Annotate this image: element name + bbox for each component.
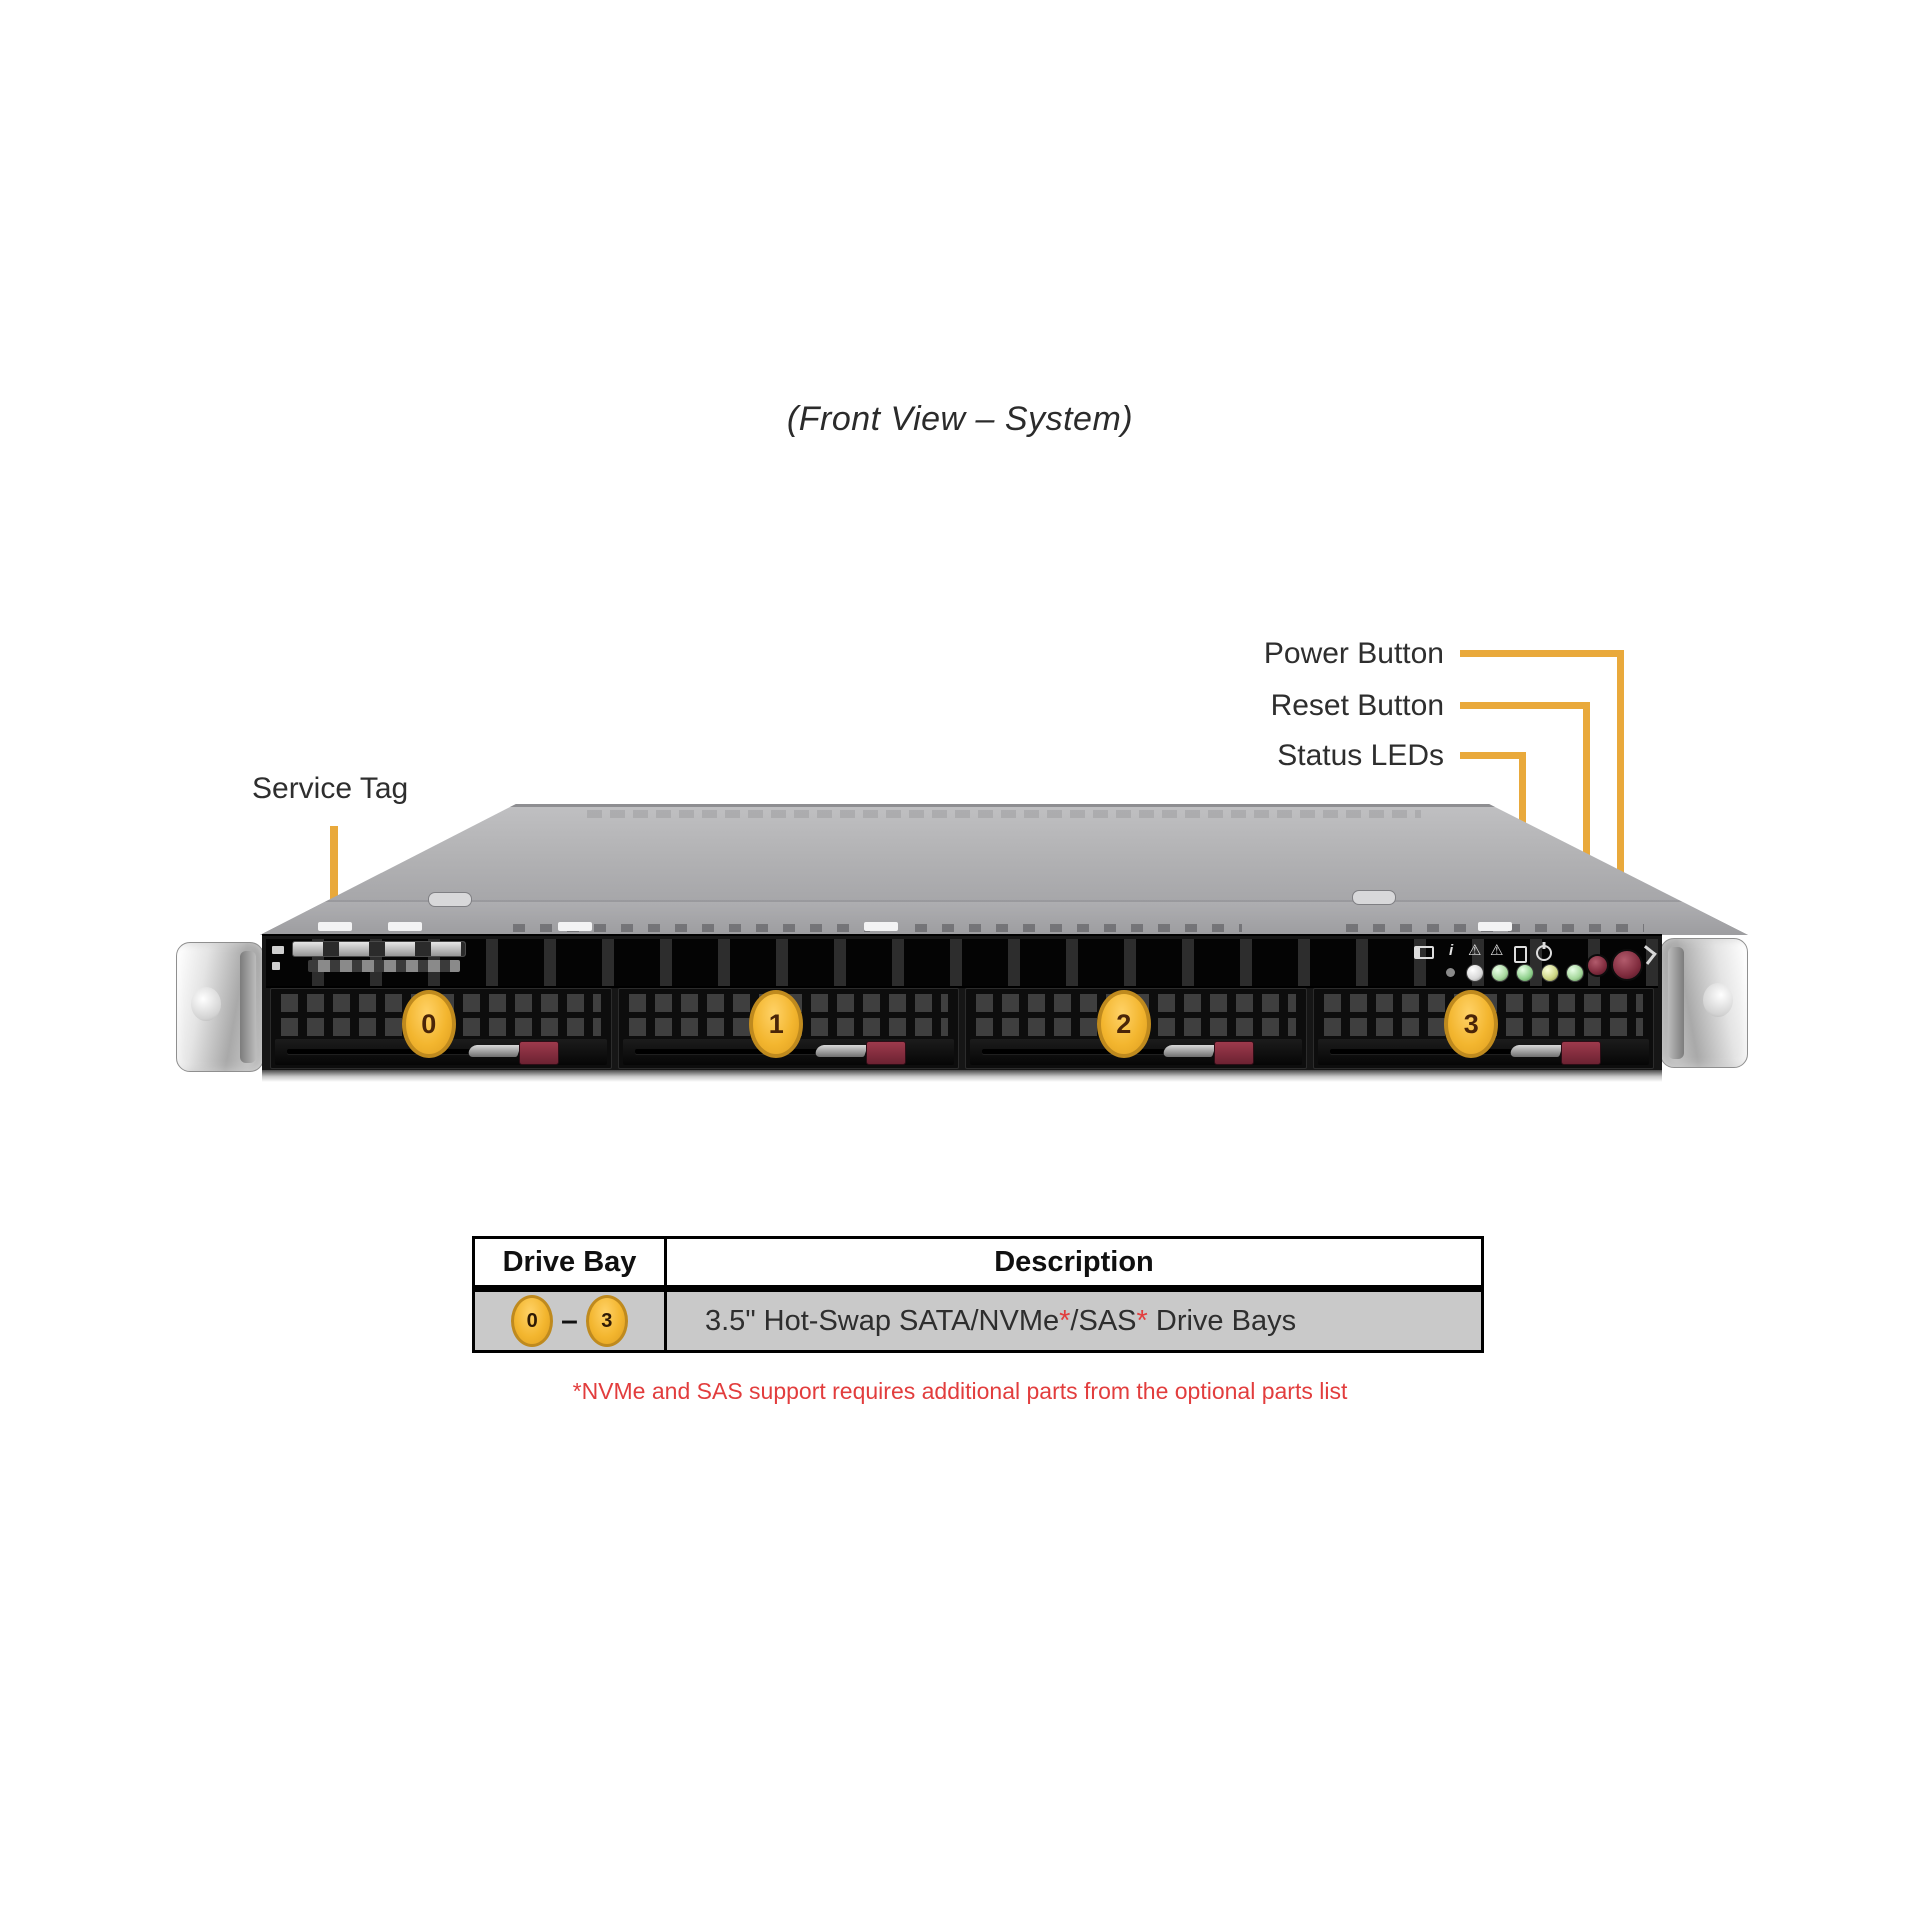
front-panel: i ⚠ ⚠ 0 xyxy=(262,934,1662,1072)
cover-latch-tab xyxy=(1478,922,1512,931)
spec-table: Drive Bay Description 0 – 3 3.5" Hot-Swa… xyxy=(472,1236,1484,1353)
latch-lever xyxy=(466,1045,521,1057)
cover-latch-tab xyxy=(388,922,422,931)
service-tag-card xyxy=(308,960,460,972)
chassis-fold-line xyxy=(289,900,1719,902)
latch-release-button xyxy=(866,1041,906,1065)
table-header-separator xyxy=(475,1285,1481,1292)
chassis-front-lip xyxy=(260,902,1748,935)
latch-lever xyxy=(1509,1045,1563,1057)
description-asterisk: * xyxy=(1059,1304,1071,1337)
chassis-rear-edge xyxy=(498,804,1510,807)
latch-release-button xyxy=(518,1041,559,1065)
cover-latch-tab xyxy=(318,922,352,931)
latch-release-button xyxy=(1561,1041,1601,1065)
rack-ear-right xyxy=(1660,938,1748,1068)
thumbscrew-icon xyxy=(1352,890,1396,905)
service-tag-slots xyxy=(293,942,465,956)
leader-line-reset-h xyxy=(1460,702,1590,709)
leader-line-status-h xyxy=(1460,752,1526,759)
leader-line-reset-v xyxy=(1583,702,1590,952)
panel-mark xyxy=(272,962,280,970)
drive-bay: 0 xyxy=(270,988,612,1069)
table-header-drive-bay: Drive Bay xyxy=(475,1239,667,1285)
drive-bay-badge: 2 xyxy=(1096,990,1151,1058)
bay-range-cell: 0 – 3 xyxy=(475,1292,667,1350)
lip-vent-dashes xyxy=(914,924,1243,932)
table-header-description: Description xyxy=(994,1245,1154,1278)
power-state-icon xyxy=(1536,945,1552,961)
status-led-row xyxy=(1466,964,1584,982)
panel-mark xyxy=(272,946,284,954)
bay-range-badge-from: 0 xyxy=(511,1295,554,1347)
status-led xyxy=(1516,964,1534,982)
status-led xyxy=(1566,964,1584,982)
description-text: Drive Bays xyxy=(1147,1304,1297,1337)
drive-bay-row: 0 1 2 xyxy=(270,988,1654,1069)
drive-bay: 1 xyxy=(617,988,959,1069)
bay-range-dash: – xyxy=(561,1304,578,1337)
reset-button xyxy=(1586,954,1609,977)
description-asterisk: * xyxy=(1136,1304,1148,1337)
callout-label-reset-button: Reset Button xyxy=(1270,689,1444,722)
latch-lever xyxy=(814,1045,868,1057)
lip-vent-dashes xyxy=(512,924,871,932)
power-button xyxy=(1611,949,1643,981)
cover-latch-tab xyxy=(558,922,592,931)
status-led xyxy=(1541,964,1559,982)
table-row: 0 – 3 3.5" Hot-Swap SATA/NVMe*/SAS* Driv… xyxy=(475,1292,1481,1350)
hdd-activity-icon xyxy=(1514,946,1527,963)
callout-label-status-leds: Status LEDs xyxy=(1277,739,1444,772)
service-tag-pullout xyxy=(292,941,466,957)
drive-bay-badge: 0 xyxy=(401,990,456,1058)
drive-bay-badge: 3 xyxy=(1444,990,1499,1058)
front-vent-strip xyxy=(266,939,1658,988)
drive-bay-badge: 1 xyxy=(749,990,804,1058)
latch-release-button xyxy=(1213,1041,1254,1065)
leader-line-power-h xyxy=(1460,650,1624,657)
page-title: (Front View – System) xyxy=(786,400,1134,438)
chassis-top-cover xyxy=(260,804,1748,935)
status-led xyxy=(1491,964,1509,982)
description-cell: 3.5" Hot-Swap SATA/NVMe*/SAS* Drive Bays xyxy=(667,1292,1481,1350)
callout-label-power-button: Power Button xyxy=(1263,637,1444,670)
latch-lever xyxy=(1161,1045,1216,1057)
status-led xyxy=(1466,964,1484,982)
rack-ear-left xyxy=(176,942,264,1072)
description-text: /SAS xyxy=(1070,1304,1137,1337)
table-header-row: Drive Bay Description xyxy=(475,1239,1481,1285)
power-warning-icon: ⚠ xyxy=(1490,942,1504,959)
info-icon: i xyxy=(1449,942,1454,959)
status-led-dim xyxy=(1446,968,1455,977)
description-text: 3.5" Hot-Swap SATA/NVMe xyxy=(705,1304,1060,1337)
unit-id-icon xyxy=(1414,946,1434,959)
chassis-rear-vents xyxy=(587,810,1421,818)
footnote: *NVMe and SAS support requires additiona… xyxy=(572,1378,1348,1404)
callout-label-service-tag: Service Tag xyxy=(252,772,409,805)
control-panel: i ⚠ ⚠ xyxy=(1410,940,1657,986)
drive-bay: 2 xyxy=(965,988,1307,1069)
chassis-shadow xyxy=(262,1070,1662,1082)
leader-line-power-v xyxy=(1617,650,1624,950)
bay-range-badge-to: 3 xyxy=(585,1295,628,1347)
cover-latch-tab xyxy=(864,922,898,931)
overheat-warning-icon: ⚠ xyxy=(1468,942,1482,959)
drive-bay: 3 xyxy=(1312,988,1654,1069)
thumbscrew-icon xyxy=(428,892,472,907)
